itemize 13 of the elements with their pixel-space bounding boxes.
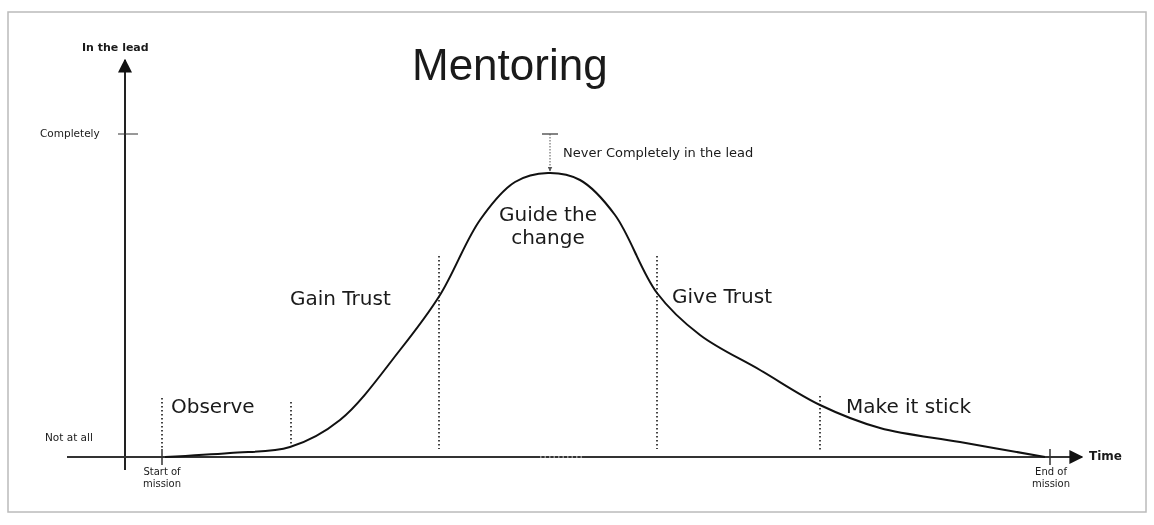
phase-label: Make it stick <box>846 395 972 418</box>
tick-label: Start of mission <box>141 466 183 489</box>
phase-label: Gain Trust <box>290 287 391 310</box>
phase-label: Give Trust <box>672 285 772 308</box>
tick-label: End of mission <box>1030 466 1072 489</box>
axis-title: In the lead <box>82 42 149 55</box>
phase-label: Guide the change <box>498 203 598 249</box>
phase-label: Observe <box>171 395 255 418</box>
tick-label: Completely <box>40 127 100 140</box>
diagram-title: Mentoring <box>412 40 608 91</box>
annotation-text: Never Completely in the lead <box>563 146 754 161</box>
axis-title: Time <box>1089 450 1122 464</box>
tick-label: Not at all <box>45 431 93 444</box>
